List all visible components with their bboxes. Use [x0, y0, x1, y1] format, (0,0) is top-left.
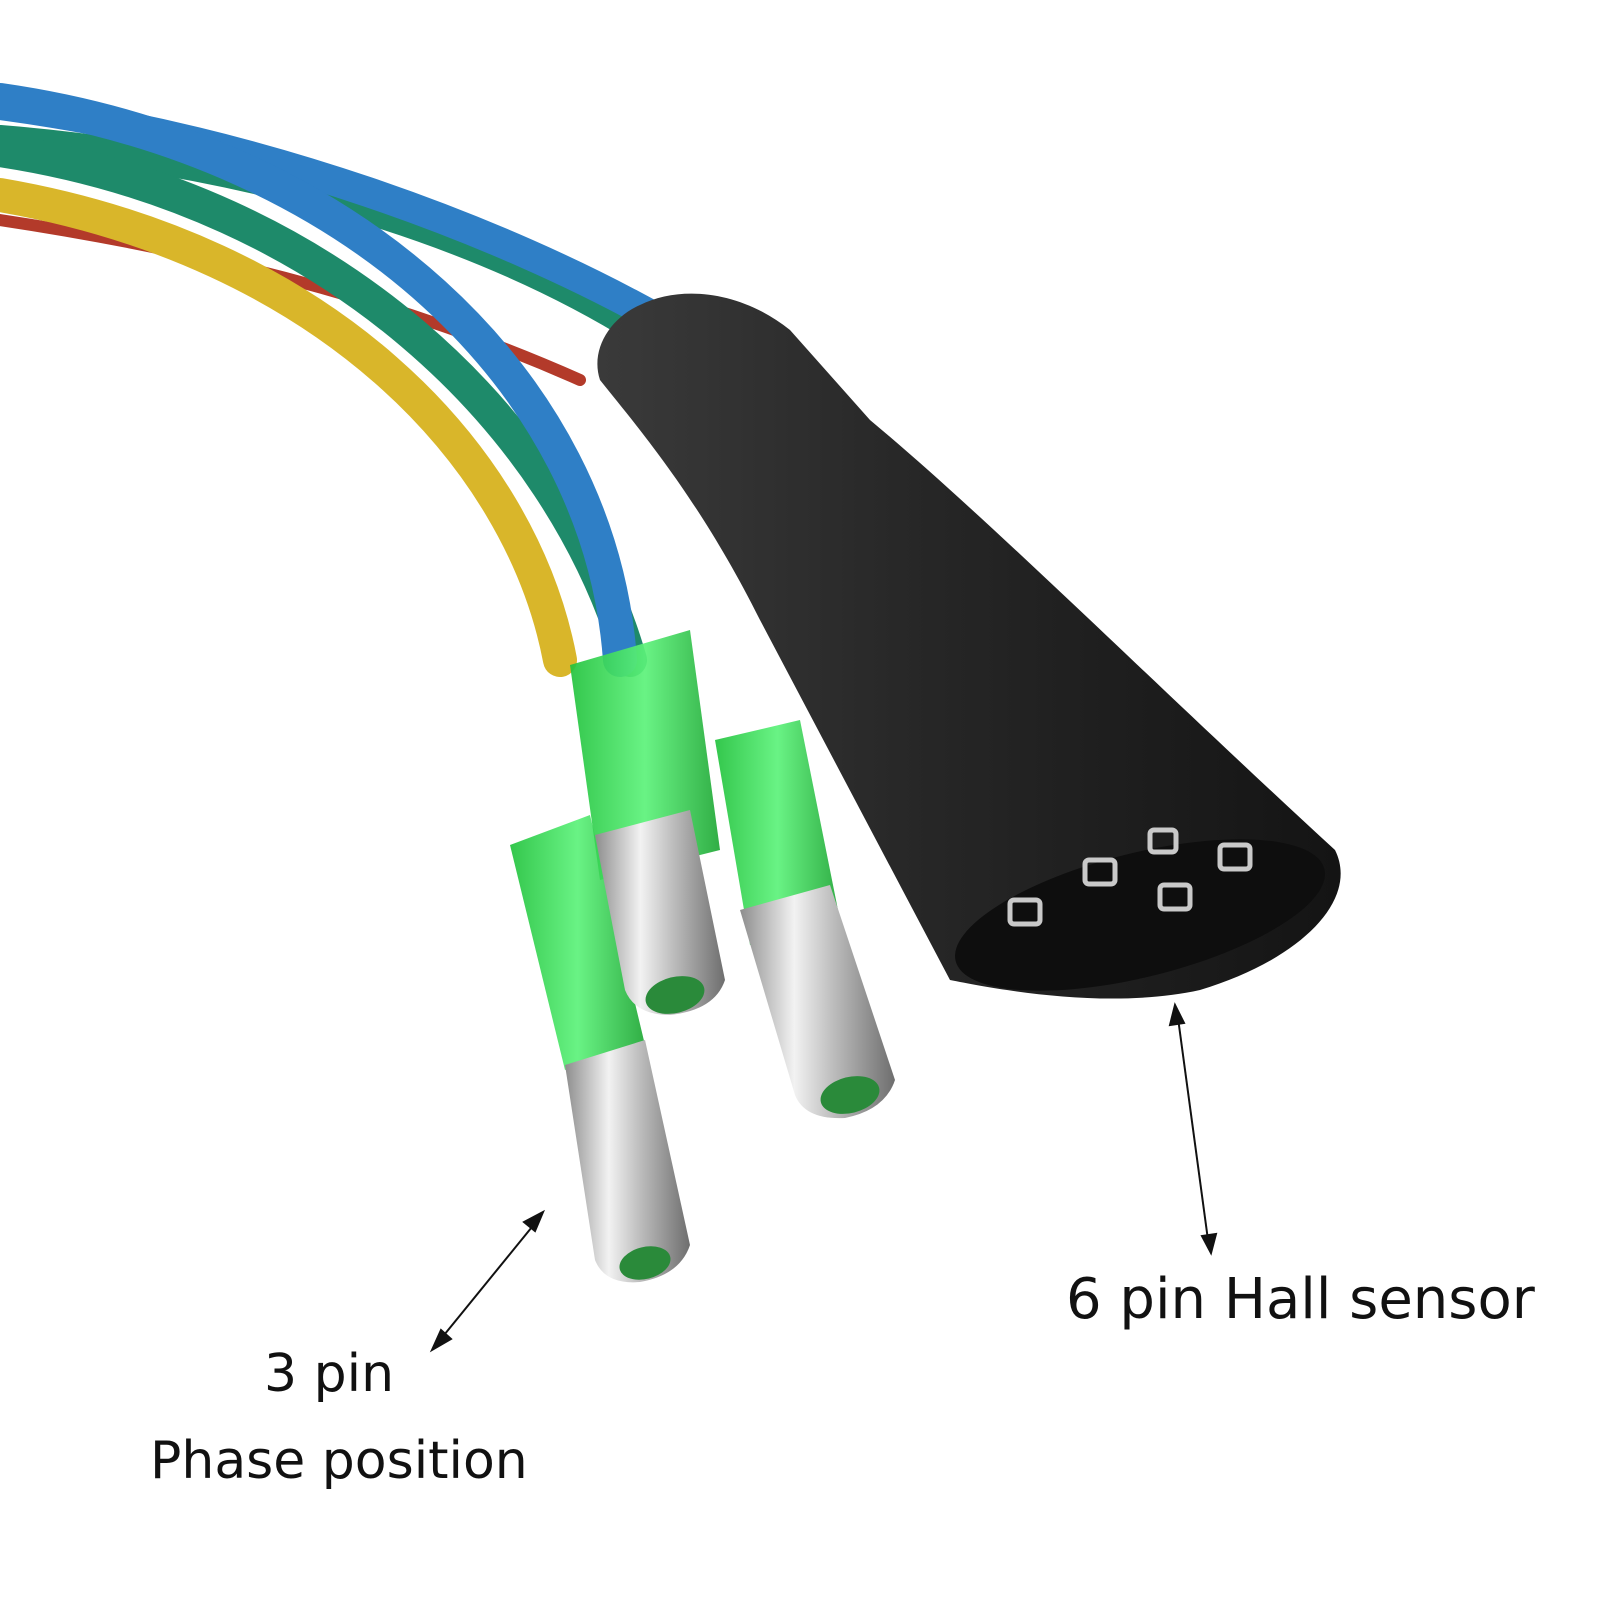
- phase-terminals: [510, 630, 895, 1283]
- wire-yellow: [0, 178, 577, 677]
- pointer-arrows: [429, 1002, 1218, 1353]
- terminal-left: [510, 815, 690, 1283]
- connector-pins: [1007, 827, 1253, 927]
- hall-connector: [597, 293, 1341, 999]
- hall-arrow: [1177, 1017, 1209, 1241]
- wire-green-rear: [0, 125, 655, 345]
- phase-position-label: Phase position: [150, 1431, 528, 1491]
- phase-arrow: [439, 1221, 537, 1341]
- terminal-middle: [570, 630, 725, 1015]
- wire-blue-front: [0, 83, 637, 677]
- wire-bundle: [0, 83, 675, 677]
- hall-sensor-label: 6 pin Hall sensor: [1066, 1267, 1535, 1332]
- terminal-right: [715, 720, 895, 1119]
- three-pin-label: 3 pin: [264, 1344, 395, 1404]
